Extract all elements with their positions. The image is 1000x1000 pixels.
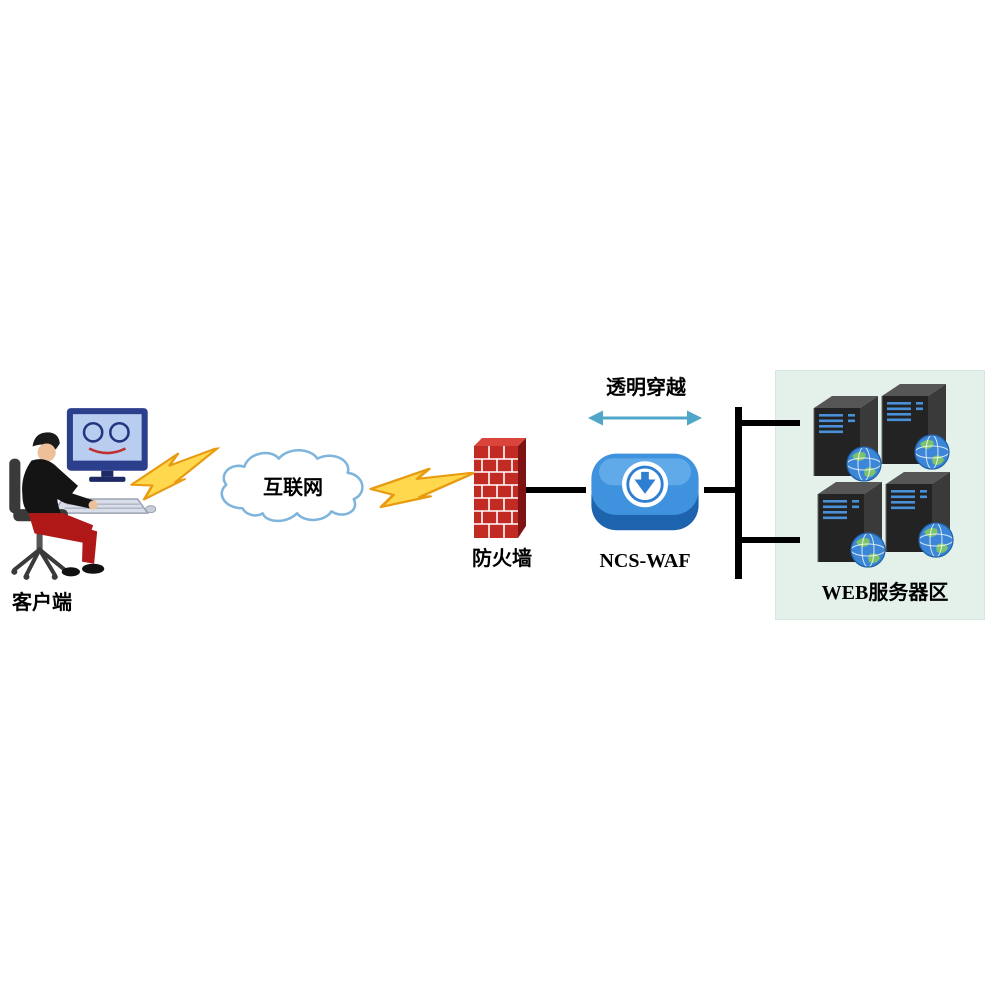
internet-label: 互联网 [263,477,323,499]
link-firewall-waf [520,487,586,493]
server-icon [817,481,886,568]
server-icon [885,471,954,558]
server-icon [813,395,882,482]
bus-branch-top [742,420,800,426]
firewall-label: 防火墙 [472,548,532,570]
server-icon [881,383,950,470]
traversal-label: 透明穿越 [606,377,686,399]
waf-label: NCS-WAF [599,550,691,572]
cloud-icon [220,449,364,523]
waf-device-icon [591,453,699,531]
server-zone-label: WEB服务器区 [821,582,949,604]
link-waf-bus [704,487,740,493]
person-computer-icon [9,408,156,580]
double-arrow-icon [588,410,702,426]
bus-branch-bottom [742,537,800,543]
lightning-icon-right [367,459,477,520]
client-label: 客户端 [12,592,72,614]
firewall-icon [474,438,526,538]
network-bus-line [735,407,742,579]
